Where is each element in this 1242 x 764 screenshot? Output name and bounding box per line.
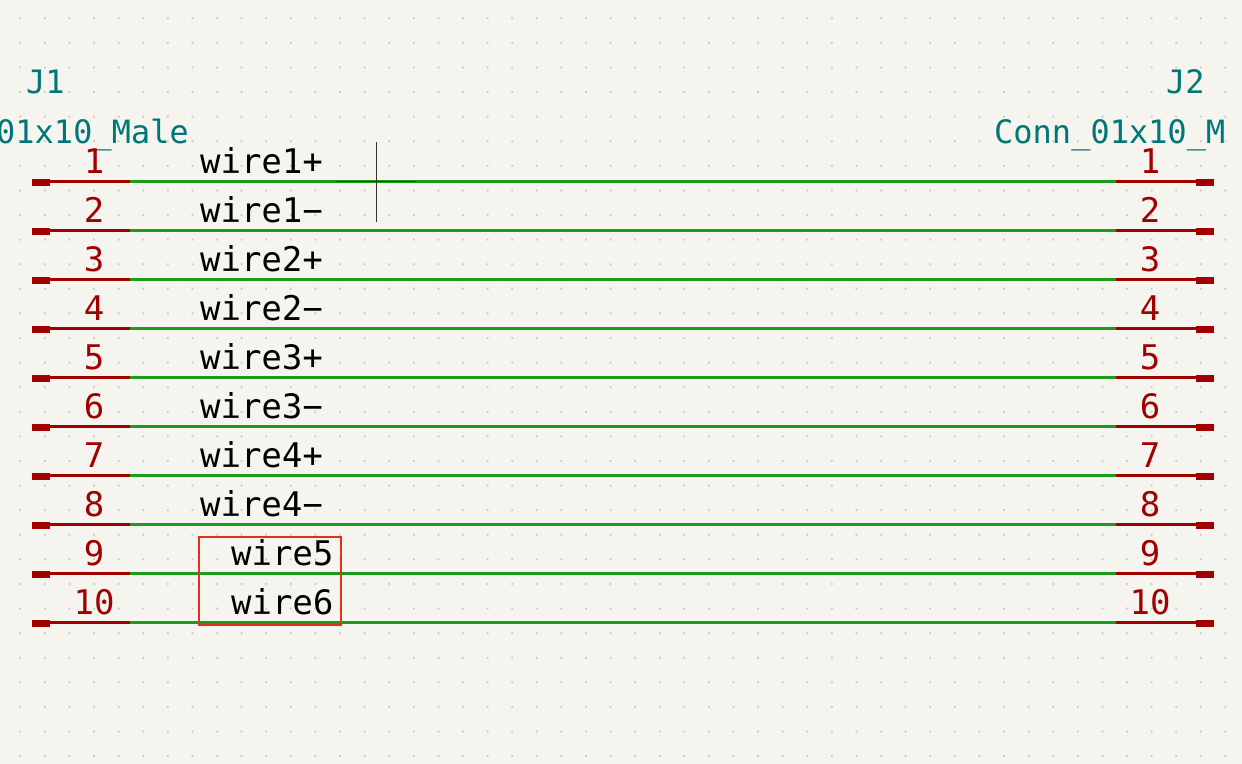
j2-pin-7-number: 7 <box>1139 436 1161 476</box>
j1-pin-4-lead[interactable] <box>32 327 130 330</box>
net-label-7[interactable]: wire4+ <box>200 436 323 476</box>
j1-pin-3-lead[interactable] <box>32 278 130 281</box>
j1-pin-2-lead[interactable] <box>32 229 130 232</box>
j1-pin-2-number: 2 <box>83 191 105 231</box>
net-label-9[interactable]: wire5 <box>231 534 334 574</box>
j1-pin-7-lead[interactable] <box>32 474 130 477</box>
wire-6[interactable] <box>130 425 1116 428</box>
wire-4[interactable] <box>130 327 1116 330</box>
j2-reference[interactable]: J2 <box>1166 63 1205 101</box>
j1-pin-10-lead[interactable] <box>32 621 130 624</box>
j1-pin-6-number: 6 <box>83 387 105 427</box>
j2-pin-1-number: 1 <box>1139 142 1161 182</box>
j2-pin-4-end[interactable] <box>1196 326 1214 333</box>
j1-pin-5-number: 5 <box>83 338 105 378</box>
j2-pin-5-lead[interactable] <box>1116 376 1214 379</box>
j2-pin-8-number: 8 <box>1139 485 1161 525</box>
j2-pin-9-lead[interactable] <box>1116 572 1214 575</box>
crosshair-cursor-vertical <box>376 142 377 222</box>
wire-2[interactable] <box>130 229 1116 232</box>
j1-pin-1-lead[interactable] <box>32 180 130 183</box>
j2-pin-6-end[interactable] <box>1196 424 1214 431</box>
j1-pin-9-number: 9 <box>83 534 105 574</box>
j1-pin-3-number: 3 <box>83 240 105 280</box>
j2-pin-5-end[interactable] <box>1196 375 1214 382</box>
j2-pin-4-number: 4 <box>1139 289 1161 329</box>
j2-pin-6-number: 6 <box>1139 387 1161 427</box>
j2-pin-1-end[interactable] <box>1196 179 1214 186</box>
j1-pin-8-number: 8 <box>83 485 105 525</box>
wire-3[interactable] <box>130 278 1116 281</box>
net-label-2[interactable]: wire1− <box>200 191 323 231</box>
net-label-6[interactable]: wire3− <box>200 387 323 427</box>
j1-pin-9-lead[interactable] <box>32 572 130 575</box>
j2-pin-2-number: 2 <box>1139 191 1161 231</box>
wire-7[interactable] <box>130 474 1116 477</box>
net-label-4[interactable]: wire2− <box>200 289 323 329</box>
j1-value[interactable]: 01x10_Male <box>0 113 189 151</box>
j1-reference[interactable]: J1 <box>26 63 65 101</box>
j2-pin-7-end[interactable] <box>1196 473 1214 480</box>
j1-pin-8-lead[interactable] <box>32 523 130 526</box>
wire-8[interactable] <box>130 523 1116 526</box>
net-label-10[interactable]: wire6 <box>231 583 334 623</box>
wire-5[interactable] <box>130 376 1116 379</box>
j2-pin-3-end[interactable] <box>1196 277 1214 284</box>
j2-pin-7-lead[interactable] <box>1116 474 1214 477</box>
net-label-8[interactable]: wire4− <box>200 485 323 525</box>
j2-pin-3-number: 3 <box>1139 240 1161 280</box>
j2-pin-10-end[interactable] <box>1196 620 1214 627</box>
selection-box <box>198 536 342 626</box>
j2-pin-2-end[interactable] <box>1196 228 1214 235</box>
j2-pin-10-number: 10 <box>1129 583 1171 623</box>
j2-pin-2-lead[interactable] <box>1116 229 1214 232</box>
j2-pin-9-end[interactable] <box>1196 571 1214 578</box>
j1-pin-6-lead[interactable] <box>32 425 130 428</box>
net-label-3[interactable]: wire2+ <box>200 240 323 280</box>
wire-10[interactable] <box>130 621 1116 624</box>
j2-pin-6-lead[interactable] <box>1116 425 1214 428</box>
j2-value[interactable]: Conn_01x10_M <box>994 113 1226 151</box>
wire-1[interactable] <box>130 180 1116 183</box>
j1-pin-7-number: 7 <box>83 436 105 476</box>
j1-pin-1-number: 1 <box>83 142 105 182</box>
net-label-5[interactable]: wire3+ <box>200 338 323 378</box>
j1-pin-4-number: 4 <box>83 289 105 329</box>
net-label-1[interactable]: wire1+ <box>200 142 323 182</box>
j1-pin-5-lead[interactable] <box>32 376 130 379</box>
wire-9[interactable] <box>130 572 1116 575</box>
j2-pin-10-lead[interactable] <box>1116 621 1214 624</box>
j2-pin-1-lead[interactable] <box>1116 180 1214 183</box>
j2-pin-8-end[interactable] <box>1196 522 1214 529</box>
j2-pin-8-lead[interactable] <box>1116 523 1214 526</box>
j2-pin-5-number: 5 <box>1139 338 1161 378</box>
j2-pin-4-lead[interactable] <box>1116 327 1214 330</box>
j2-pin-9-number: 9 <box>1139 534 1161 574</box>
j1-pin-10-number: 10 <box>73 583 115 623</box>
j2-pin-3-lead[interactable] <box>1116 278 1214 281</box>
